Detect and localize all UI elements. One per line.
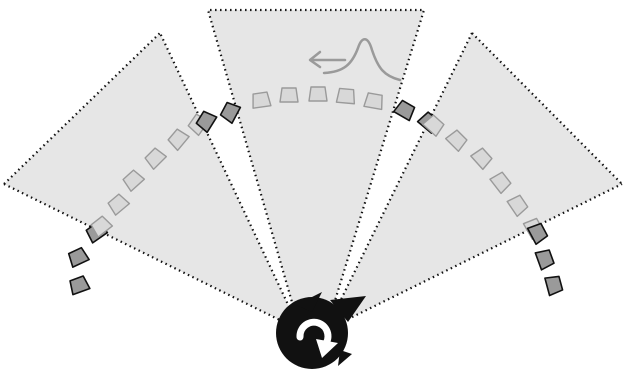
marker-inactive xyxy=(252,91,272,109)
marker-inactive xyxy=(489,171,512,195)
marker-inactive xyxy=(167,128,190,152)
marker-active xyxy=(534,249,555,271)
agent-spike-right xyxy=(330,296,366,322)
marker-active xyxy=(526,222,549,246)
marker-active xyxy=(69,275,91,296)
marker-inactive xyxy=(506,194,529,218)
marker-inactive xyxy=(144,147,168,171)
sector-left-fill xyxy=(4,33,300,330)
marker-inactive xyxy=(363,92,383,111)
marker-active xyxy=(392,99,416,122)
marker-inactive xyxy=(279,87,299,103)
rotating-arrow-icon xyxy=(296,318,338,358)
sector-center xyxy=(206,8,426,331)
marker-inactive xyxy=(308,86,328,102)
marker-active xyxy=(544,275,564,297)
marker-inactive xyxy=(122,169,146,192)
sector-right-outer-edge xyxy=(471,32,623,185)
marker-inactive xyxy=(335,87,356,105)
marker-active xyxy=(195,110,218,134)
marker-inactive xyxy=(421,114,445,137)
marker-inactive xyxy=(470,147,493,171)
marker-inactive xyxy=(107,193,131,216)
pulse-arrow-head xyxy=(308,50,322,69)
marker-inactive xyxy=(444,129,468,153)
marker-active xyxy=(219,101,242,125)
sector-left-outer-edge xyxy=(3,32,161,185)
marker-group xyxy=(67,86,564,297)
pulse-glyph xyxy=(308,38,402,82)
sector-center-edges xyxy=(206,8,426,331)
sector-center-fill xyxy=(208,10,424,330)
pulse-curve xyxy=(322,38,402,82)
agent-body xyxy=(276,297,348,369)
agent xyxy=(276,292,366,369)
agent-spike-left xyxy=(296,292,322,312)
agent-spike-bottom xyxy=(338,350,352,366)
sector-right-fill xyxy=(326,33,622,330)
marker-active xyxy=(67,246,90,268)
marker-inactive xyxy=(90,215,114,238)
